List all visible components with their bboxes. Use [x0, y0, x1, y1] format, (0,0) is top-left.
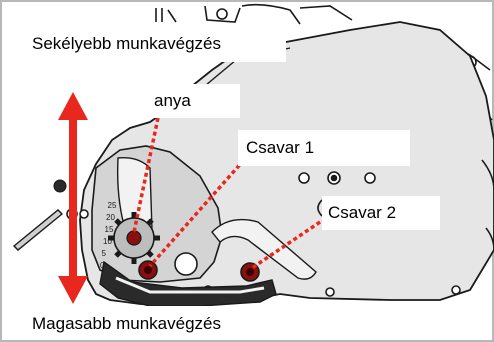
- top-label: Sekélyebb munkavégzés: [32, 34, 221, 54]
- screw1-label: Csavar 1: [246, 138, 314, 158]
- side-handle: [14, 210, 62, 250]
- nut-marker: [127, 231, 141, 245]
- scale-mark: 5: [102, 249, 107, 258]
- nut-label: anya: [154, 91, 191, 111]
- scale-mark: 25: [108, 201, 117, 210]
- bottom-label: Magasabb munkavégzés: [32, 314, 221, 334]
- handle-knob: [54, 180, 66, 192]
- scale-mark: 10: [103, 237, 112, 246]
- screw2-label: Csavar 2: [328, 203, 396, 223]
- scale-mark: 20: [106, 213, 115, 222]
- scale-mark: 15: [105, 225, 114, 234]
- screw-1: [139, 261, 157, 279]
